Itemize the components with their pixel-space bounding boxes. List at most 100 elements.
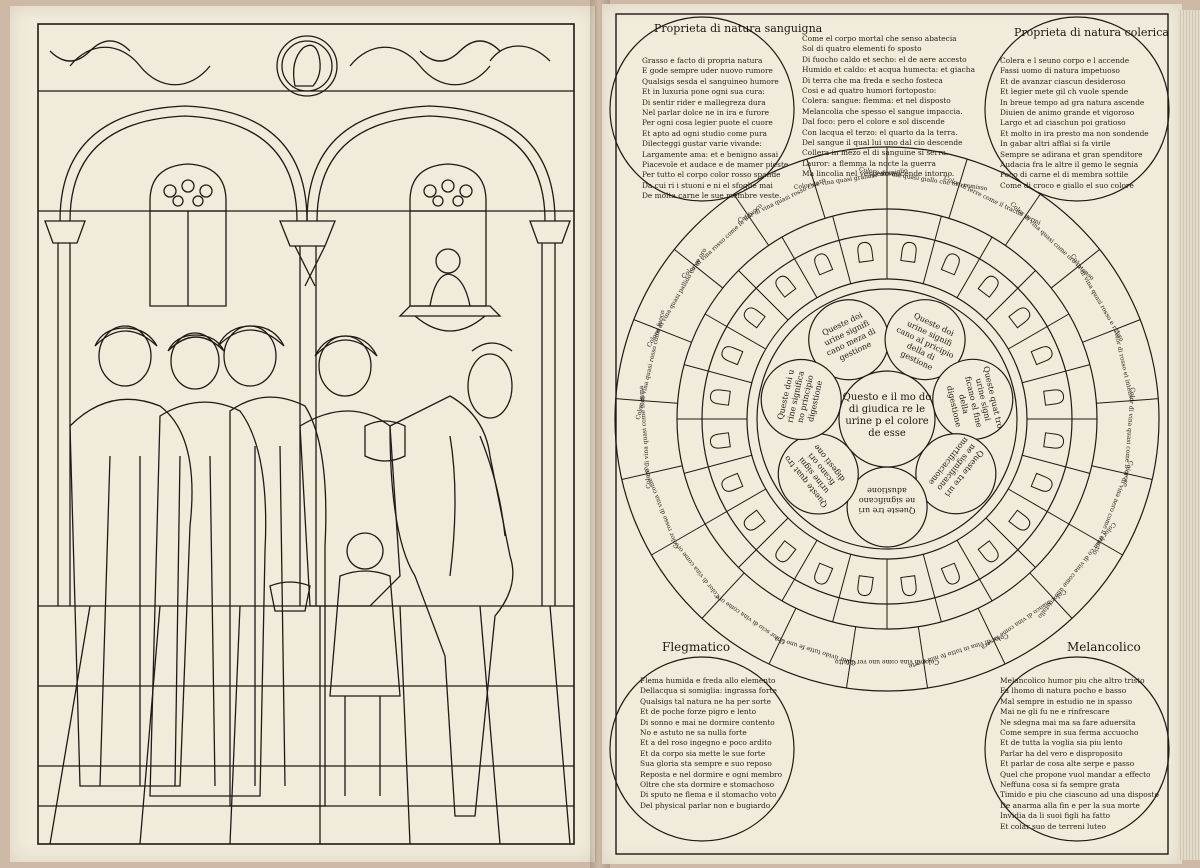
verse-line: Sua gloria sta sempre e suo reposo — [640, 759, 772, 769]
urine-flask — [1030, 472, 1053, 492]
outer-spoke — [768, 607, 797, 665]
verse-line: Et molto in ira presto ma non sondende — [1000, 128, 1149, 138]
flask-divider — [1022, 454, 1090, 474]
verse-line: Flema humida e freda allo elemento — [640, 676, 776, 685]
outer-spoke — [977, 607, 1006, 665]
flask-divider — [956, 236, 993, 299]
verse-line: Diuien de animo grande et vigoroso — [1000, 108, 1135, 118]
outer-color-label: Color di vina come oro — [673, 541, 722, 600]
verse-line: Colera: sangue: flemma: et nel disposto — [802, 96, 951, 106]
verse-line: Mai ne gli fu ne e rinfrescare — [1000, 707, 1110, 717]
flask-divider — [922, 216, 942, 284]
outer-spoke — [621, 465, 683, 481]
sanguigna-circle — [609, 16, 795, 202]
verse-line: Largamente ama: et e benigno assai — [642, 149, 779, 159]
urine-flask — [1043, 389, 1065, 406]
urine-flask — [814, 562, 834, 585]
verse-line: Dal foco: pero el colore e sol discende — [802, 117, 945, 127]
urine-flask — [977, 540, 999, 563]
verse-line: Et de avanzar ciascun desideroso — [1000, 76, 1126, 86]
outer-spoke — [806, 158, 826, 219]
verse-line: Quel che propone vuol mandar a effecto — [1000, 769, 1151, 779]
header-colerica: Proprieta di natura colerica — [1014, 26, 1169, 39]
urine-flask — [709, 389, 731, 406]
verse-line: De molta carne le sue membre veste. — [642, 191, 782, 201]
urine-flask — [900, 575, 917, 597]
flask-divider — [684, 454, 752, 474]
verse-line: Come di croco e giallo el suo colore — [1000, 180, 1134, 190]
verse-line: De anarma alla fin e per la sua morte — [1000, 800, 1140, 810]
verse-line: In breue tempo ad gra natura ascende — [1000, 97, 1145, 107]
melancolico-circle — [984, 656, 1170, 842]
label-melancolico: Melancolico — [1067, 640, 1141, 654]
verse-line: Per tutto el corpo color rosso spande — [642, 170, 781, 180]
verse-line: Dellacqua si somiglia: ingrassa forte — [640, 686, 777, 696]
flegmatico-circle — [609, 656, 795, 842]
verse-line: Oltre che sta dormire e stomachoso — [640, 780, 775, 790]
verse-line: E gode sempre uder nuovo rumore — [642, 66, 773, 76]
outer-spoke — [733, 193, 770, 246]
verse-line: Di sputo ne flema e il stomacho voto — [640, 790, 777, 800]
flask-divider — [985, 270, 1036, 321]
flask-divider — [832, 554, 852, 622]
page-edges — [1178, 10, 1200, 860]
verse-line: Poco di carne el di membra sottile — [1000, 170, 1129, 180]
flask-divider — [1007, 488, 1070, 525]
urine-flask — [743, 307, 766, 329]
verse-line: Per ogni cosa legier puote el cuore — [642, 118, 773, 128]
verse-line: Parlar ha del vero e disproposito — [1000, 748, 1123, 758]
verse-line: Come sempre in sua ferma accuocho — [1000, 728, 1139, 738]
urine-flask — [977, 275, 999, 298]
flask-divider — [684, 364, 752, 384]
verse-line: Reposta e nel dormire e ogni membro — [640, 769, 783, 779]
outer-spoke — [948, 158, 968, 219]
verse-line: Melancolia che spesso el sangue impaccia… — [802, 106, 963, 116]
outer-color-label: Color di vina come uno ver difetto — [835, 658, 939, 665]
flask-divider — [956, 539, 993, 602]
verse-line: Collera in mezo el di sanguine si serra. — [802, 148, 949, 158]
verse-line: Nel parlar dolce ne in ira e furore — [642, 108, 769, 118]
verse-line: Largo et ad ciaschun poi gratioso — [1000, 118, 1126, 128]
woodcut-illustration — [37, 23, 575, 845]
verse-line: Humido et caldo: et acqua humecta: et gi… — [802, 65, 975, 75]
outer-spoke — [1004, 193, 1041, 246]
wheel-center-text: Questo e il mo do di giudica re le urine… — [842, 392, 932, 439]
outer-spoke — [701, 572, 745, 619]
outer-spoke — [633, 319, 692, 343]
verse-line: Cosi e ad quatro humori fortoposto: — [802, 86, 937, 96]
verse-line: Fassi uomo di natura impetuoso — [1000, 66, 1120, 76]
outer-spoke — [917, 626, 929, 689]
verse-line: Da cui ri i stuoni e ni el sfoglie mai — [642, 180, 773, 190]
outer-spoke — [1029, 572, 1073, 619]
urine-flask — [1008, 307, 1031, 329]
flask-divider — [704, 488, 767, 525]
flask-divider — [738, 270, 789, 321]
verse-line: Del sangue il qual lui uno dal cio desce… — [802, 138, 963, 148]
urine-flask — [900, 241, 917, 263]
flask-divider — [704, 313, 767, 350]
urine-flask — [857, 575, 874, 597]
verse-line: Ne sdegna mai ma sa fare aduersita — [1000, 717, 1136, 727]
verse-line: Dilecteggi gustar varie vivande: — [642, 139, 762, 149]
verse-line: Fa lhomo di natura pocho e basso — [1000, 686, 1127, 696]
urine-wheel-diagram: Colore di vina quasi giallo che oro remi… — [609, 13, 1170, 855]
urine-flask — [940, 562, 960, 585]
flask-divider — [781, 539, 818, 602]
urine-flask — [743, 509, 766, 531]
verse-line: Di sonno e mai ne dormire contento — [640, 717, 775, 727]
flask-divider — [738, 517, 789, 568]
verse-line: Come el corpo mortal che senso abatecia — [802, 34, 957, 43]
urine-flask — [1008, 509, 1031, 531]
verse-line: Qualsigs sesda el sanguineo humore — [642, 76, 779, 86]
flask-divider — [832, 216, 852, 284]
verse-line: Lauror: a flemma la nocte la guerra — [802, 158, 936, 168]
outer-spoke — [651, 523, 706, 556]
verse-line: No e astuto ne sa nulla forte — [640, 728, 747, 738]
flask-divider — [922, 554, 942, 622]
verse-line: Et a del roso ingegno e poco ardito — [640, 738, 772, 748]
verse-line: Di sentir rider e mallegreza dura — [642, 97, 766, 107]
